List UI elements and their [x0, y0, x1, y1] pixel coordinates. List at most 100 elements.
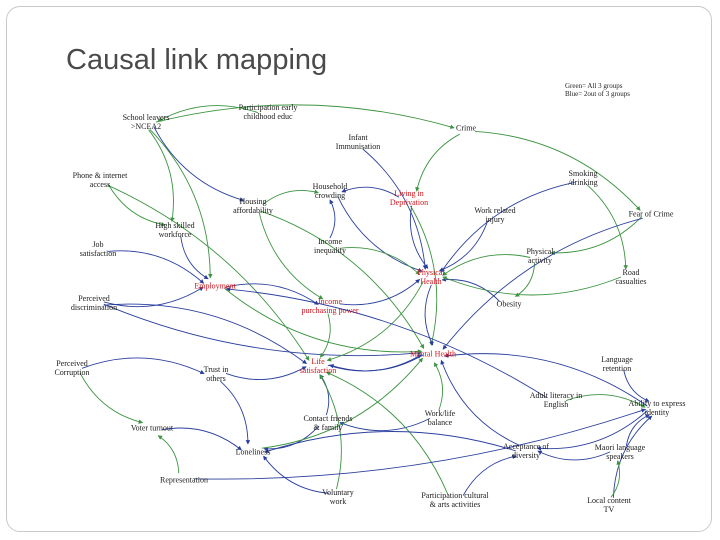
node-label: Voluntary	[322, 488, 354, 497]
link-maori-acceptance	[537, 450, 611, 461]
node-label: Physical	[526, 247, 554, 256]
node-employment: Employment	[194, 282, 235, 291]
node-label: Local content	[587, 496, 631, 505]
node-label: School leavers	[122, 113, 170, 122]
link-representation-voter	[157, 435, 180, 474]
link-phone-life	[107, 184, 310, 361]
node-label: Work related	[474, 206, 516, 215]
node-label: Contact friends	[303, 414, 353, 423]
node-label: >NCEA2	[130, 122, 162, 131]
link-physact-obesity	[514, 262, 536, 297]
link-income-household	[329, 199, 336, 239]
node-label: Ability to express	[628, 399, 686, 408]
node-label: Job	[92, 240, 104, 249]
node-voter: Voter turnout	[131, 424, 173, 433]
link-smoking-road	[587, 184, 628, 270]
node-mental: Mental Health	[410, 350, 456, 359]
node-label: access	[89, 180, 111, 189]
link-acceptance-loneliness	[264, 431, 517, 453]
link-incomepp-physhealth	[339, 279, 421, 306]
slide-frame	[6, 6, 712, 532]
link-physact-physhealth	[442, 254, 531, 276]
node-label: Participation cultural	[421, 491, 489, 500]
node-label: balance	[427, 418, 453, 427]
node-label: Maori language	[594, 443, 646, 452]
node-label: Obesity	[496, 299, 522, 309]
node-label: Trust in	[203, 365, 229, 374]
link-employment-mental	[224, 288, 423, 354]
link-fear-physact	[550, 216, 642, 256]
link-adultlit-abilityexp	[565, 394, 646, 408]
link-perceived-employment	[103, 286, 204, 308]
legend-blue: Blue= 2out of 3 groups	[565, 90, 630, 98]
link-voluntary-loneliness	[263, 455, 330, 494]
link-highskill-employment	[180, 236, 209, 280]
node-label: Living in	[394, 189, 424, 198]
node-label: Housing	[239, 197, 267, 206]
link-early-school	[157, 105, 259, 122]
node-label: TV	[603, 505, 615, 514]
link-workinj-physhealth	[438, 220, 489, 272]
link-job-employment	[107, 250, 205, 284]
link-school-housing	[153, 126, 245, 202]
node-partcult: Participation cultural& arts activities	[421, 491, 488, 509]
node-label: /drinking	[568, 178, 598, 187]
node-label: Crime	[456, 123, 476, 133]
node-label: Income	[318, 297, 342, 306]
node-label: Loneliness	[235, 447, 271, 457]
link-voluntary-life	[319, 374, 342, 490]
node-loneliness: Loneliness	[236, 448, 271, 457]
node-label: diversity	[512, 451, 540, 460]
node-label: satisfaction	[79, 249, 117, 258]
node-label: Road	[622, 268, 640, 277]
link-maori-abilityexp	[625, 414, 650, 446]
node-label: English	[543, 400, 569, 409]
node-label: Adult literacy in	[529, 391, 583, 400]
node-label: Smoking	[568, 169, 598, 178]
link-phone-highskill	[107, 184, 166, 227]
link-living-household	[341, 186, 400, 198]
link-crime-living	[415, 133, 460, 192]
node-label: Participation early	[238, 103, 298, 112]
node-contact: Contact friends& family	[303, 414, 352, 432]
node-label: & family	[313, 423, 343, 432]
link-acceptance-mental	[440, 359, 520, 446]
node-label: Income	[318, 237, 342, 246]
node-label: Household	[312, 182, 348, 191]
node-label: crowding	[314, 191, 346, 200]
node-label: childhood educ	[243, 112, 293, 121]
link-fear-mental	[442, 217, 643, 350]
node-label: activity	[527, 256, 552, 265]
node-label: High skilled	[155, 221, 195, 230]
node-label: Work/life	[424, 409, 456, 418]
node-label: Representation	[160, 475, 208, 485]
node-label: affordability	[233, 206, 273, 215]
node-label: work	[329, 497, 347, 506]
link-loneliness-mental	[261, 357, 423, 449]
node-label: casualties	[615, 277, 647, 286]
node-label: Health	[420, 277, 442, 286]
node-label: discrimination	[70, 303, 118, 312]
link-partcult-acceptance	[462, 454, 517, 496]
link-voter-loneliness	[161, 427, 242, 451]
link-perceivedc-trust	[81, 357, 205, 375]
link-adultlit-employment	[225, 287, 547, 398]
node-label: workforce	[158, 230, 192, 239]
node-label: Immunisation	[335, 142, 381, 151]
